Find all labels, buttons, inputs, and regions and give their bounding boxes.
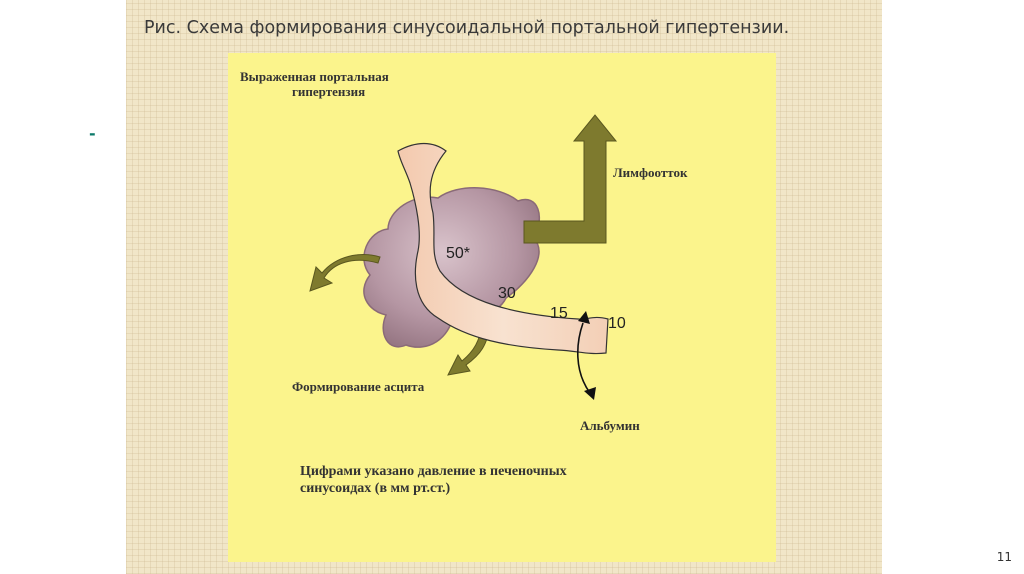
pressure-value-30: 30 <box>498 285 516 302</box>
pressure-note-line1: Цифрами указано давление в печеночных <box>300 464 567 479</box>
page-number: 11 <box>996 550 1012 564</box>
diagram-figure: Выраженная портальная гипертензия Лимфоо… <box>228 53 776 562</box>
label-portal-hypertension-line2: гипертензия <box>292 84 366 99</box>
pressure-note: Цифрами указано давление в печеночных си… <box>300 463 567 497</box>
diagram-illustration <box>309 114 618 400</box>
label-ascites-formation: Формирование асцита <box>292 379 425 394</box>
figure-caption: Рис. Схема формирования синусоидальной п… <box>144 18 790 38</box>
sinusoid-vessel <box>397 142 609 355</box>
pressure-value-15: 15 <box>550 305 568 322</box>
albumin-arrowhead-up <box>578 311 590 324</box>
label-portal-hypertension-line1: Выраженная портальная <box>240 69 389 84</box>
pressure-note-line2: синусоидах (в мм рт.ст.) <box>300 481 451 496</box>
lymph-outflow-arrow <box>523 114 618 244</box>
label-albumin: Альбумин <box>580 418 640 433</box>
albumin-arrow <box>576 322 591 394</box>
label-portal-hypertension: Выраженная портальная гипертензия <box>240 69 389 99</box>
pressure-value-50: 50* <box>446 245 471 262</box>
albumin-arrowhead-down <box>584 387 596 400</box>
bullet-marker: - <box>89 124 96 143</box>
label-lymph-outflow: Лимфоотток <box>613 165 688 180</box>
pressure-value-10: 10 <box>608 315 626 332</box>
ascites-arrow-left <box>309 254 381 292</box>
